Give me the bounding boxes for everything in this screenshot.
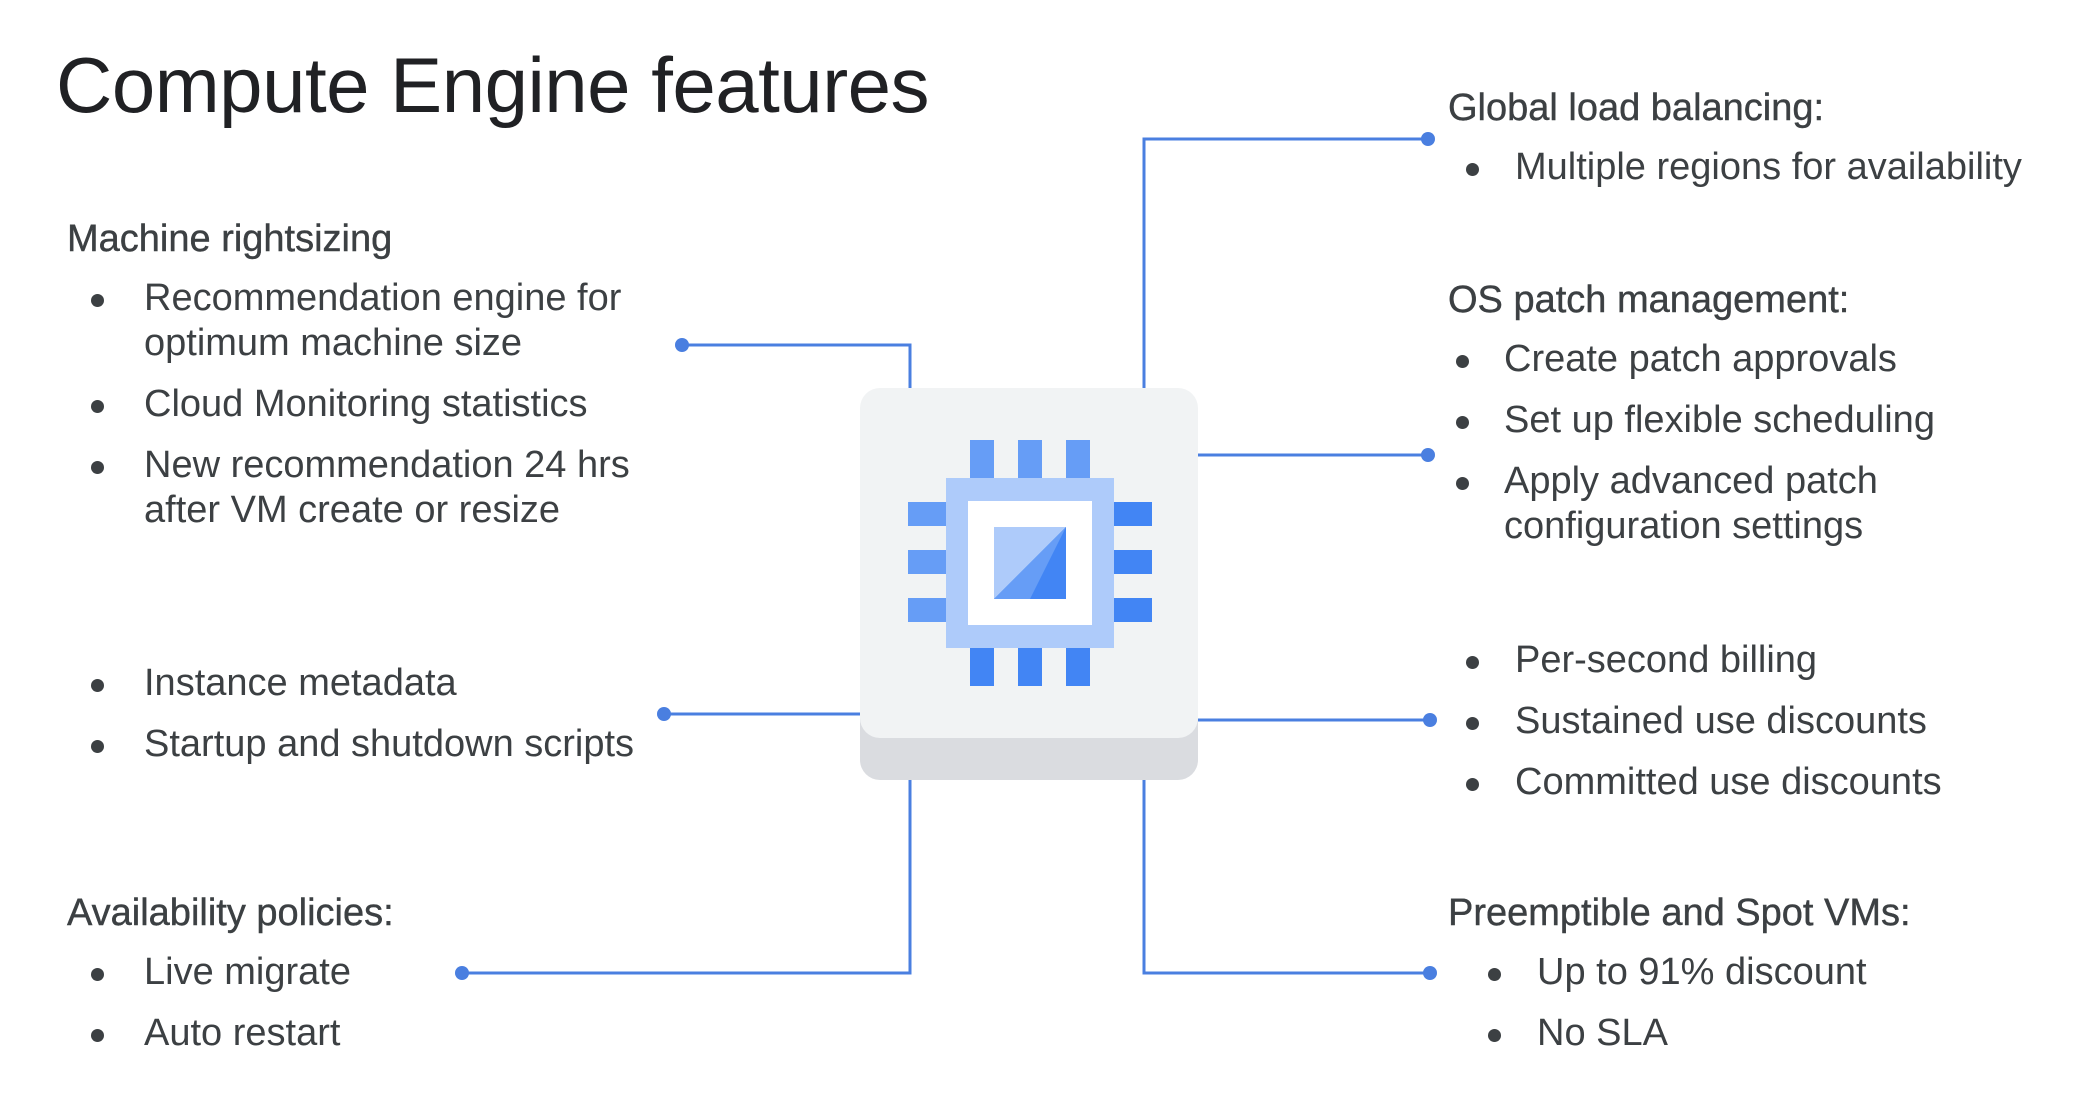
bullet-line: Live migrate — [144, 951, 351, 993]
group-heading: Preemptible and Spot VMs: — [1448, 892, 1911, 934]
bullet-item: Live migrate — [67, 950, 394, 995]
group-heading: Machine rightsizing — [67, 218, 393, 260]
bullet-item: Up to 91% discount — [1448, 950, 1911, 995]
bullet-line: Per-second billing — [1515, 639, 1818, 681]
bullet-line: Auto restart — [144, 1012, 341, 1054]
compute-engine-card — [860, 388, 1198, 780]
connector-dot-metadata — [657, 707, 671, 721]
bullet-item: Startup and shutdown scripts — [67, 722, 634, 767]
connector-dot-os-patch — [1421, 448, 1435, 462]
connector-dot-preemptible — [1423, 966, 1437, 980]
bullet-item: Instance metadata — [67, 661, 634, 706]
connector-dot-billing — [1423, 713, 1437, 727]
bullet-line: Recommendation engine for — [144, 277, 622, 319]
group-instance-metadata: Instance metadata Startup and shutdown s… — [67, 661, 634, 767]
group-os-patch-management: OS patch management: Create patch approv… — [1448, 279, 1935, 549]
bullet-item: Set up flexible scheduling — [1448, 398, 1935, 443]
group-billing: Per-second billing Sustained use discoun… — [1448, 638, 1942, 805]
bullet-line: Instance metadata — [144, 662, 457, 704]
bullet-item: Recommendation engine for optimum machin… — [67, 276, 630, 366]
bullet-list: Recommendation engine for optimum machin… — [67, 276, 630, 533]
connector-dot-machine-rightsizing — [675, 338, 689, 352]
page-title: Compute Engine features — [56, 41, 930, 129]
bullet-line: after VM create or resize — [144, 489, 561, 531]
group-global-load-balancing: Global load balancing: Multiple regions … — [1448, 87, 2022, 190]
group-availability-policies: Availability policies: Live migrate Auto… — [67, 892, 394, 1056]
bullet-line: Up to 91% discount — [1537, 951, 1867, 993]
group-heading: Availability policies: — [67, 892, 394, 934]
compute-engine-chip-icon — [908, 440, 1152, 686]
bullet-line: Multiple regions for availability — [1515, 146, 2022, 188]
bullet-item: Auto restart — [67, 1011, 394, 1056]
bullet-item: No SLA — [1448, 1011, 1911, 1056]
bullet-list: Create patch approvals Set up flexible s… — [1448, 337, 1935, 549]
group-preemptible-spot-vms: Preemptible and Spot VMs: Up to 91% disc… — [1448, 892, 1911, 1056]
connector-machine-rightsizing — [682, 343, 912, 388]
bullet-line: Apply advanced patch — [1504, 460, 1878, 502]
group-heading: Global load balancing: — [1448, 87, 1825, 129]
bullet-line: Startup and shutdown scripts — [144, 723, 635, 765]
bullet-item: Per-second billing — [1448, 638, 1942, 683]
bullet-line: New recommendation 24 hrs — [144, 444, 630, 486]
bullet-line: No SLA — [1537, 1012, 1668, 1054]
connector-dot-load-balancing — [1421, 132, 1435, 146]
bullet-line: Sustained use discounts — [1515, 700, 1927, 742]
bullet-line: configuration settings — [1504, 505, 1864, 547]
bullet-item: Cloud Monitoring statistics — [67, 382, 630, 427]
bullet-list: Per-second billing Sustained use discoun… — [1448, 638, 1942, 805]
bullet-item: Sustained use discounts — [1448, 699, 1942, 744]
bullet-line: Set up flexible scheduling — [1504, 399, 1935, 441]
connector-load-balancing — [1142, 137, 1428, 388]
bullet-item: Apply advanced patch configuration setti… — [1448, 459, 1935, 549]
group-machine-rightsizing: Machine rightsizing Recommendation engin… — [67, 218, 630, 533]
bullet-item: Create patch approvals — [1448, 337, 1935, 382]
connector-preemptible — [1142, 780, 1430, 975]
bullet-line: optimum machine size — [144, 322, 523, 364]
bullet-list: Live migrate Auto restart — [67, 950, 394, 1056]
bullet-line: Create patch approvals — [1504, 338, 1897, 380]
connector-availability — [462, 780, 912, 975]
bullet-line: Committed use discounts — [1515, 761, 1942, 803]
bullet-list: Instance metadata Startup and shutdown s… — [67, 661, 634, 767]
bullet-list: Multiple regions for availability — [1448, 145, 2022, 190]
connector-dot-availability — [455, 966, 469, 980]
bullet-item: Committed use discounts — [1448, 760, 1942, 805]
bullet-item: Multiple regions for availability — [1448, 145, 2022, 190]
bullet-line: Cloud Monitoring statistics — [144, 383, 588, 425]
bullet-item: New recommendation 24 hrs after VM creat… — [67, 443, 630, 533]
bullet-list: Up to 91% discount No SLA — [1448, 950, 1911, 1056]
group-heading: OS patch management: — [1448, 279, 1850, 321]
